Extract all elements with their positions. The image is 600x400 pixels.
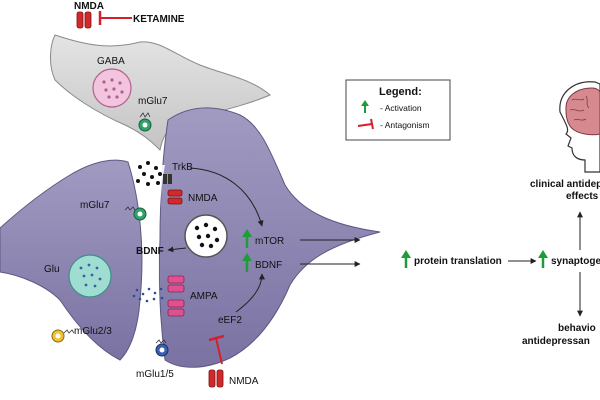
legend: Legend: - Activation - Antagonism [345, 79, 451, 141]
bdnf-right-label: BDNF [255, 260, 282, 271]
glu-vesicle [68, 254, 112, 298]
nmda-receptor-mid [167, 189, 183, 205]
eef2-label: eEF2 [218, 315, 242, 326]
nmda-receptor-bottom [208, 369, 224, 388]
protein-translation-activation-arrow [401, 250, 411, 268]
mglu7-left-receptor [124, 206, 147, 221]
synaptogenesis-activation-arrow [538, 250, 548, 268]
mglu7-top-receptor [138, 112, 152, 132]
mtor-activation-arrow [242, 229, 252, 248]
nmda-mid-label: NMDA [188, 193, 218, 204]
nmda-top-label: NMDA [74, 1, 104, 12]
clinical-effects-line1: clinical antidep [530, 179, 600, 190]
mtor-label: mTOR [255, 236, 284, 247]
behavior-line1: behavio [558, 323, 596, 334]
bdnf-release-dots [136, 161, 162, 186]
mglu23-label: mGlu2/3 [74, 326, 112, 337]
bdnf-release-arrow [167, 246, 187, 253]
gaba-vesicle [92, 68, 132, 108]
glutamate-release-dots [132, 287, 164, 303]
mglu7-left-label: mGlu7 [80, 200, 110, 211]
clinical-effects-line2: effects [566, 191, 599, 202]
trkb-label: TrkB [172, 162, 193, 173]
bdnf-right-activation-arrow [242, 253, 252, 272]
trkb-receptor [163, 174, 172, 184]
eef2-to-bdnf-arrow [235, 273, 265, 313]
mglu23-receptor [51, 329, 75, 343]
protein-translation-label: protein translation [414, 256, 502, 267]
ketamine-label: KETAMINE [133, 14, 185, 25]
bdnf-vesicle [184, 214, 228, 258]
bdnf-left-label: BDNF [136, 246, 164, 257]
legend-antagonism: - Antagonism [380, 120, 430, 130]
trkb-to-mtor-arrow [189, 167, 264, 227]
legend-activation-icon [361, 100, 369, 113]
synaptogenesis-label: synaptoge [551, 256, 600, 267]
human-head-brain-icon [559, 81, 600, 173]
gaba-label: GABA [97, 56, 125, 67]
ampa-receptors [167, 275, 185, 317]
legend-antagonism-icon [357, 118, 374, 130]
presynaptic-neuron [0, 159, 143, 361]
nmda-bottom-label: NMDA [229, 376, 259, 387]
ketamine-antagonism-icon [98, 11, 132, 25]
mglu7-top-label: mGlu7 [138, 96, 168, 107]
legend-title: Legend: [379, 86, 422, 98]
mglu15-receptor [155, 339, 169, 357]
mglu15-label: mGlu1/5 [136, 369, 174, 380]
ampa-label: AMPA [190, 291, 218, 302]
legend-activation: - Activation [380, 103, 422, 113]
nmda-receptor-top [76, 11, 92, 29]
glu-label: Glu [44, 264, 60, 275]
behavior-line2: antidepressan [522, 336, 590, 347]
synaptic-cleft [140, 165, 165, 320]
nmda-eef2-antagonism-icon [208, 334, 225, 365]
